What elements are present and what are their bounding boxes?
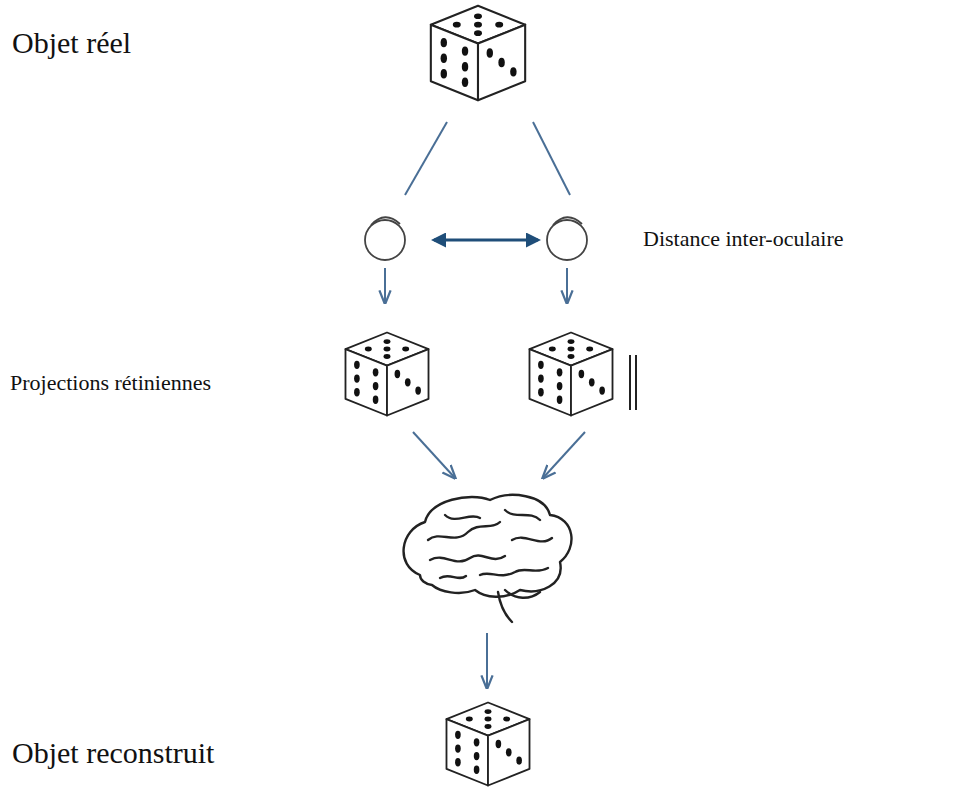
object-label: Objet réel <box>12 26 131 59</box>
eye <box>365 217 405 260</box>
sight-line <box>533 122 570 195</box>
eye <box>547 217 587 260</box>
brain <box>404 495 572 622</box>
distance-label: Distance inter-oculaire <box>643 227 844 251</box>
right-projection-die <box>529 332 612 415</box>
left-projection-die <box>345 332 428 415</box>
projection-edge <box>629 355 631 410</box>
projection-edge <box>635 355 637 410</box>
converge-arrow <box>413 432 455 478</box>
down-arrow <box>384 268 386 303</box>
down-arrow <box>486 633 488 688</box>
projection-label: Projections rétiniennes <box>10 371 211 395</box>
object-label: Objet reconstruit <box>12 736 214 769</box>
reconstructed-die <box>446 702 529 785</box>
real-die <box>431 6 525 100</box>
interocular-arrow <box>434 239 538 242</box>
down-arrow <box>566 268 568 303</box>
converge-arrow <box>543 432 585 478</box>
sight-line <box>405 122 447 195</box>
